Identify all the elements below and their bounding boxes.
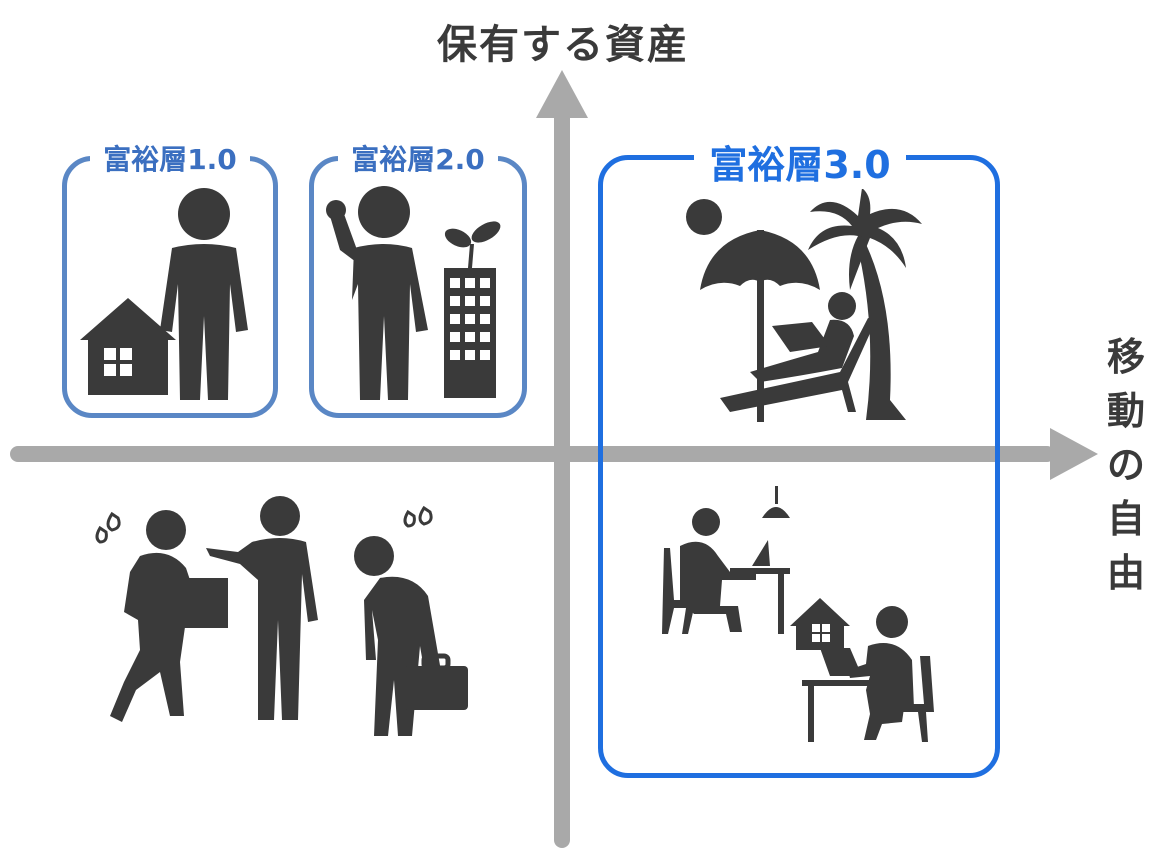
sweat-drops-icon — [95, 511, 121, 544]
boss-pointing-icon — [206, 496, 318, 720]
house-icon — [80, 298, 176, 395]
axes — [10, 70, 1098, 848]
x-axis-label-char: 動 — [1106, 389, 1145, 433]
group-box-wealthy-2 — [309, 156, 527, 418]
beach-umbrella-icon — [700, 230, 820, 422]
sun-icon — [686, 199, 722, 235]
sweat-drops-icon-2 — [403, 505, 433, 528]
businessman-icon — [160, 188, 248, 400]
y-axis-label: 保有する資産 — [437, 22, 689, 68]
y-axis-arrow — [536, 70, 588, 118]
x-axis-label-char: 自 — [1106, 497, 1145, 541]
x-axis-label-char: の — [1106, 443, 1145, 487]
group-box-wealthy-3 — [598, 155, 1000, 778]
home-worker-icon — [802, 606, 934, 742]
group-box-wealthy-1 — [62, 156, 278, 418]
small-house-icon — [790, 598, 850, 650]
x-axis-arrow — [1050, 428, 1098, 480]
ceiling-lamp-icon — [762, 486, 790, 518]
y-axis-line — [554, 108, 570, 848]
x-axis-label-char: 移 — [1106, 335, 1145, 379]
group-title-wealthy-2: 富裕層2.0 — [338, 138, 498, 178]
tired-worker-briefcase-icon — [354, 536, 468, 736]
x-axis-line — [10, 446, 1055, 462]
businessman-fist-icon — [326, 186, 428, 400]
x-axis-label-char: 由 — [1106, 551, 1145, 595]
sprout-building-icon — [444, 221, 501, 398]
laptop-worker-icon — [662, 508, 790, 634]
group-title-wealthy-3: 富裕層3.0 — [694, 134, 906, 189]
worker-carrying-box-icon — [110, 510, 228, 722]
palm-tree-icon — [808, 188, 922, 420]
group-title-wealthy-1: 富裕層1.0 — [90, 138, 250, 178]
lounger-person-laptop-icon — [720, 292, 876, 412]
x-axis-label: 移 動 の 自 由 — [1102, 330, 1150, 600]
